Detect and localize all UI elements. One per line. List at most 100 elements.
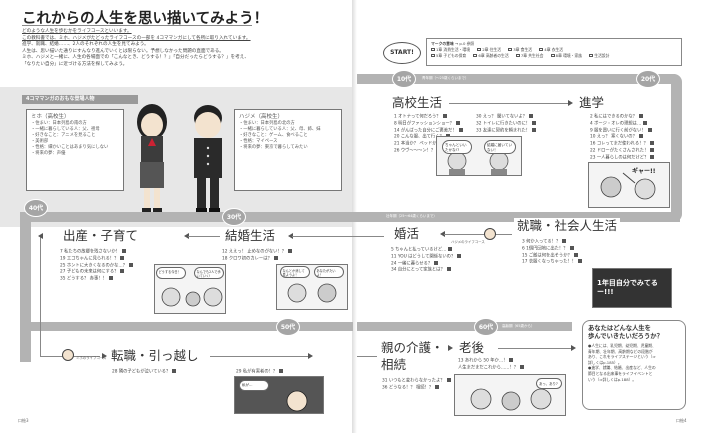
intro-text: どのような人生を歩むかをライフコースといいます。 この教科書では、ミホ、ハジメが…: [22, 29, 251, 68]
shushoku-illustration: 1年目自分でみてるー!!!: [592, 268, 672, 308]
intro-line: 人生は、思い描いた通りにすんなり進んでいくとは限らない。予想しなかった問題の直面…: [22, 48, 224, 54]
episode-item: 30 えっ？ 聞いてないよ？: [476, 114, 536, 121]
avatar: [484, 228, 496, 240]
episode-item: 31 いつもと変わらなかったよ？: [382, 378, 451, 385]
connector-vertical: [40, 236, 41, 356]
intro-line: どのような人生を歩むかをライフコースといいます。: [22, 29, 132, 34]
episode-item: 17 衣服くなっちゃった！！: [522, 259, 583, 266]
kekkon-list: 12 ええっ！ 止めなのがない！？ 18 クロワ初のカレーは？: [222, 249, 293, 263]
stage-souzoku: 相続: [378, 357, 410, 373]
road-sixties: [357, 322, 572, 331]
highschool-list-2: 30 えっ？ 聞いてないよ？ 32 トイレに行きたいのに！ 33 友達に契約を頼…: [476, 114, 537, 135]
connector: [188, 236, 220, 237]
stage-highschool: 高校生活: [389, 95, 446, 111]
legend-item: 6章 高齢者の生活: [473, 53, 509, 58]
episode-item: 34 自分にとって家族とは？: [391, 267, 461, 274]
episode-item: 32 トイレに行きたいのに！: [476, 120, 537, 128]
hajime-course-label: ハジメのライフコース: [451, 240, 485, 244]
arrow-right-icon: [448, 345, 453, 351]
closing-box: あなたはどんな人生を 歩んでいきたいだろうか？ ●人生には、乳児期、幼児期、児童…: [582, 320, 686, 410]
episode-item: 33 友達に契約を頼まれた！: [476, 127, 537, 135]
closing-line: 青年期、壮年期、高齢期などの段階が: [588, 348, 653, 354]
connector: [449, 103, 571, 104]
legend-sub: → p.0 参照: [455, 41, 475, 46]
speech-bubble: どうする今日！: [156, 267, 186, 279]
left-page-number: 口絵3: [18, 418, 29, 423]
stage-shushoku: 就職・社会人生活: [514, 218, 621, 234]
shushoku-list: 3 何か入ってる！？ 6 1個円団地に出た！？ 15 ご飯は何を出そうか？ 17…: [522, 239, 583, 266]
miho-item: ・住まい：日本列島の南の方: [31, 121, 87, 126]
shingaku-list: 2 私にはできるのかな？ 4 ボージ・オレの理想は… 9 服を買いに行く前がない…: [590, 114, 655, 162]
banner-text: 1年目自分でみてるー!!!: [597, 279, 658, 296]
episode-item: 7 私たちの故郷を残さないか！: [60, 249, 133, 256]
miho-item: ・一緒に暮らしている人：父、祖母: [31, 127, 100, 132]
speech-bubble: なんでも2人で歩いていく!: [194, 267, 224, 279]
arrow-left-icon: [440, 231, 445, 237]
arrow-right-icon: [568, 100, 573, 106]
episode-item: 35 どうする？ 赤事！！: [60, 276, 133, 283]
arrow-right-icon: [571, 345, 576, 351]
episode-item: 27 子どもの未来は何にする？: [60, 269, 133, 276]
episode-item: 14 がんばった自分にご褒美だ！: [394, 127, 463, 135]
road-fifties: [20, 322, 353, 331]
closing-line: あり、これをライフステージという（⇒: [588, 354, 656, 360]
elder-period-label: 高齢期（65歳から）: [502, 324, 535, 328]
legend-item: 3章 食生活: [508, 47, 532, 52]
shingaku-illustration: [588, 162, 670, 208]
konkatsu-list: 5 ちゃんと払っているけど… 11 YOU はどうして関係ないの？ 24 一緒に…: [391, 247, 462, 274]
intro-line: ミホ、ハジメと一緒に、人生の各場面での「こんなとき、どうする！？」「自分だったら…: [22, 55, 249, 60]
episode-item: 22 ドローがたくさんされた！: [590, 147, 655, 155]
hajime-illustration: [194, 105, 222, 213]
hajime-profile: ハジメ（高校生） ・住まい：日本列島の北の方 ・一緒に暮らしている人：父、母、姉…: [234, 109, 342, 191]
arrow-right-icon: [102, 353, 107, 359]
connector: [444, 234, 512, 235]
hajime-item: ・好きなこと：ゲーム、食べること: [239, 133, 308, 138]
episode-item: 8 明日がファッションショー？: [394, 120, 463, 128]
age-10s-badge: 10代: [392, 70, 416, 88]
connector: [210, 356, 310, 357]
kaigo-list: 31 いつもと変わらなかったよ？ 36 どうなる！？ 相続！？: [382, 378, 451, 392]
tenkin-illustration: 私が…: [234, 376, 324, 414]
episode-item: 1 オトナって何だろう？: [394, 114, 463, 121]
connector: [357, 356, 377, 357]
speech-bubble: なんとか消して見ようよ！: [280, 266, 310, 278]
episode-item: 23 一人暮らしのは何だけど？: [590, 154, 655, 162]
stage-shussan: 出産・子育て: [60, 228, 142, 244]
avatar: [62, 349, 74, 361]
episode-item: 2 私にはできるのかな？: [590, 114, 654, 121]
title-underline: [22, 25, 252, 26]
stage-shingaku: 進学: [576, 95, 608, 111]
stage-kekkon: 結婚生活: [222, 228, 279, 244]
miho-item: ・好きなこと：アニメを見ること: [31, 133, 96, 138]
closing-title: あなたはどんな人生を: [588, 325, 651, 332]
intro-line: この教科書では、ミホ、ハジメがたどったライフコースの一部を 4コママンガにして各…: [22, 35, 251, 41]
age-30s-badge: 30代: [222, 208, 246, 226]
miho-profile: ミホ（高校生） ・住まい：日本列島の南の方 ・一緒に暮らしている人：父、祖母 ・…: [26, 109, 124, 191]
closing-title: 歩んでいきたいだろうか？: [588, 333, 663, 340]
age-40s-badge: 40代: [24, 199, 48, 217]
speech-bubble: あなたがたいよ！: [314, 266, 344, 278]
episode-item: 5 ちゃんと払っているけど…: [391, 247, 461, 254]
miho-title: ミホ（高校生）: [31, 114, 70, 120]
arrow-left-icon: [184, 233, 189, 239]
page-title: これからの人生を思い描いてみよう！: [22, 11, 269, 27]
legend-item: 7章 共生社会: [515, 53, 543, 58]
connector: [498, 348, 572, 349]
episode-item: 6 1個円団地に出た！？: [522, 245, 582, 253]
teen-period-label: 青年期（～25歳くらいまで）: [422, 76, 469, 80]
age-50s-badge: 50代: [276, 318, 300, 336]
legend-box: マークの意味 → p.0 参照 1章 消費生活・環境 2章 住生活 3章 食生活…: [426, 38, 682, 66]
tenkin-list: 28 隣の子どもが泣いている？: [112, 369, 177, 376]
adult-period-label: 壮年期（25～64歳くらいまで）: [386, 214, 437, 218]
episode-item: 28 隣の子どもが泣いている？: [112, 369, 177, 376]
arrow-left-icon: [38, 233, 43, 239]
hajime-item: ・将来の夢：東京で暮らしてみたい: [239, 145, 308, 150]
stage-konkatsu: 婚活: [391, 226, 423, 242]
episode-item: 10 えっ？ 寒くないの？: [590, 134, 654, 141]
episode-item: 29 私が有害者の！？: [236, 369, 284, 376]
episode-item: 3 何か入ってる！？: [522, 239, 582, 246]
closing-line: ●人生には、乳児期、幼児期、児童期、: [588, 343, 656, 348]
episode-item: 15 ご飯は何を出そうか？: [522, 252, 582, 260]
right-page-number: 口絵4: [676, 418, 687, 423]
exclaim-text: ギャー!!: [632, 168, 656, 175]
